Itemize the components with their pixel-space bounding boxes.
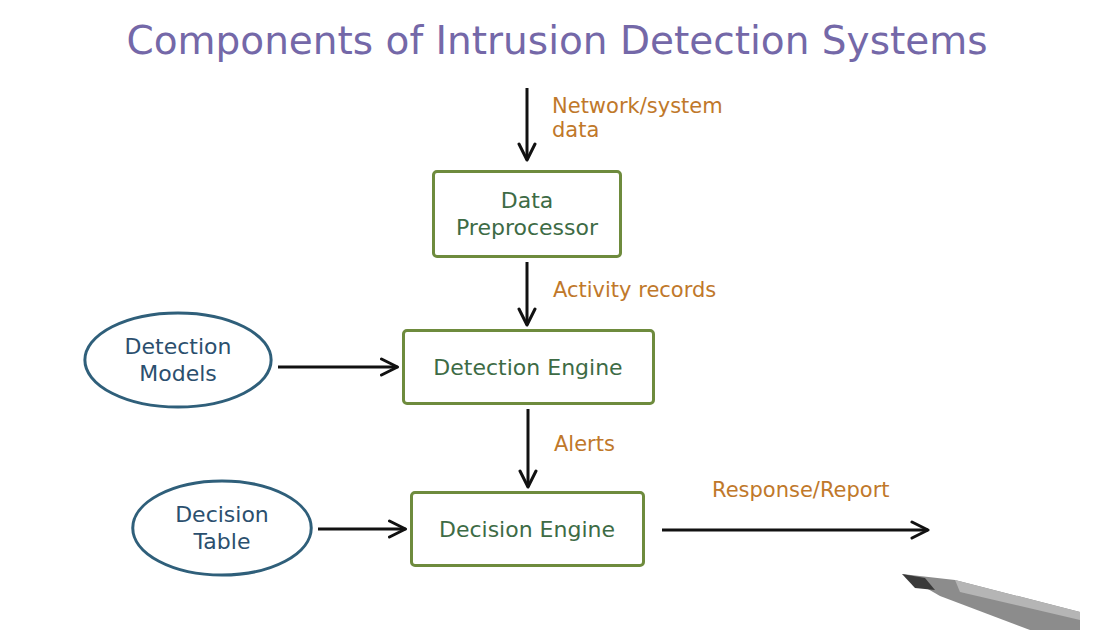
- process-box: Detection Engine: [402, 329, 655, 405]
- diagram-title: Components of Intrusion Detection System…: [0, 18, 1114, 63]
- input-label: Network/system data: [552, 94, 752, 142]
- flow-arrow: [278, 366, 398, 369]
- node-text: Data Preprocessor: [451, 187, 603, 241]
- flow-arrow: [527, 409, 530, 487]
- node-text: Decision Table: [160, 501, 284, 555]
- input-arrow: [526, 88, 529, 160]
- model-ellipse: Detection Models: [82, 311, 274, 409]
- ellipse-shape: [85, 313, 271, 407]
- edge-label: Activity records: [553, 278, 716, 302]
- output-arrow: [662, 529, 928, 532]
- node-text: Detection Engine: [433, 354, 622, 381]
- output-label: Response/Report: [712, 478, 890, 502]
- ellipse-shape: [133, 481, 311, 575]
- node-text: Decision Engine: [439, 516, 615, 543]
- pen-illustration: [902, 574, 1080, 630]
- edge-label: Alerts: [554, 432, 615, 456]
- process-box: Decision Engine: [410, 491, 645, 567]
- table-ellipse: Decision Table: [130, 479, 314, 577]
- node-text: Detection Models: [112, 333, 244, 387]
- flow-arrow: [526, 262, 529, 325]
- flow-arrow: [318, 528, 406, 531]
- ellipse-outline: [82, 311, 274, 409]
- process-box: Data Preprocessor: [432, 170, 622, 258]
- ellipse-outline: [130, 479, 314, 577]
